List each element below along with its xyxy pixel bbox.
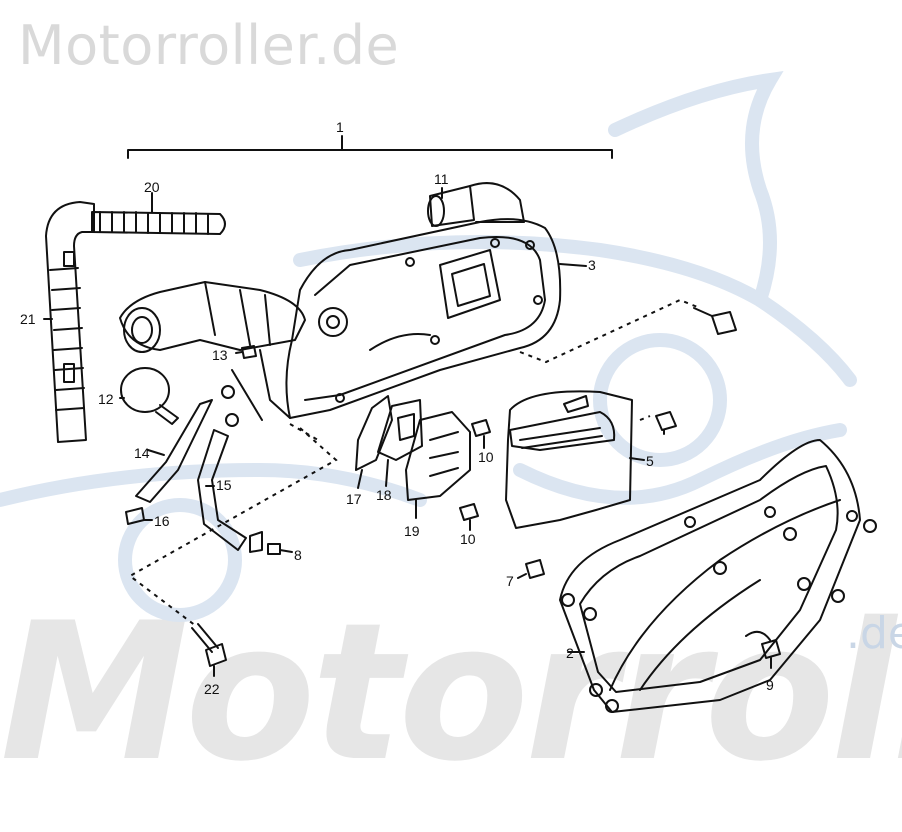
callout-12: 12 bbox=[98, 391, 114, 407]
callout-18: 18 bbox=[376, 487, 392, 503]
callout-11: 11 bbox=[434, 171, 449, 187]
watermark-bottom: Motorroller bbox=[0, 598, 902, 788]
part-22-long-bolt bbox=[191, 623, 227, 677]
callout-14: 14 bbox=[134, 445, 150, 461]
callout-10-lower: 10 bbox=[460, 531, 476, 547]
cover-bolt bbox=[655, 411, 677, 435]
callout-22: 22 bbox=[204, 681, 220, 697]
part-8-screw bbox=[249, 531, 293, 555]
callout-7: 7 bbox=[506, 573, 514, 589]
part-19-filter-element bbox=[405, 411, 471, 519]
callout-20: 20 bbox=[144, 179, 160, 195]
callout-21: 21 bbox=[20, 311, 36, 327]
part-20-corrugated-hose bbox=[91, 192, 226, 235]
callout-10-upper: 10 bbox=[478, 449, 494, 465]
callout-15: 15 bbox=[216, 477, 232, 493]
part-10-bolt-b bbox=[459, 503, 479, 531]
part-13-small-fitting bbox=[235, 345, 257, 359]
callout-16: 16 bbox=[154, 513, 170, 529]
part-3-filter-housing bbox=[119, 218, 587, 421]
part-21-intake-elbow bbox=[43, 201, 95, 443]
part-12-hose-clamp bbox=[119, 367, 179, 425]
callout-13: 13 bbox=[212, 347, 228, 363]
part-2-side-cover bbox=[559, 439, 877, 713]
scooter-watermark-icon bbox=[0, 70, 857, 622]
callout-3: 3 bbox=[588, 257, 596, 273]
watermark-top: Motorroller.de bbox=[18, 14, 400, 77]
part-5-filter-cover bbox=[505, 390, 645, 529]
part-16-clip bbox=[125, 507, 153, 525]
assembly-leader-lines bbox=[128, 298, 701, 627]
callout-19: 19 bbox=[404, 523, 420, 539]
part-14-breather-hose bbox=[135, 399, 213, 503]
part-18-element-holder bbox=[377, 399, 423, 487]
callout-2: 2 bbox=[566, 645, 574, 661]
assembly-bracket bbox=[127, 149, 613, 159]
callout-8: 8 bbox=[294, 547, 302, 563]
callout-5: 5 bbox=[646, 453, 654, 469]
callout-9: 9 bbox=[766, 677, 774, 693]
part-17-gasket bbox=[355, 395, 393, 489]
housing-bolt-top bbox=[693, 307, 737, 335]
part-11-intake-cap bbox=[427, 182, 525, 227]
part-15-drain-hose bbox=[197, 385, 247, 551]
part-10-bolt-a bbox=[471, 419, 491, 449]
callout-1: 1 bbox=[336, 119, 344, 135]
part-7-bolt bbox=[517, 559, 545, 579]
callout-17: 17 bbox=[346, 491, 362, 507]
watermark-suffix: .de bbox=[846, 608, 902, 659]
